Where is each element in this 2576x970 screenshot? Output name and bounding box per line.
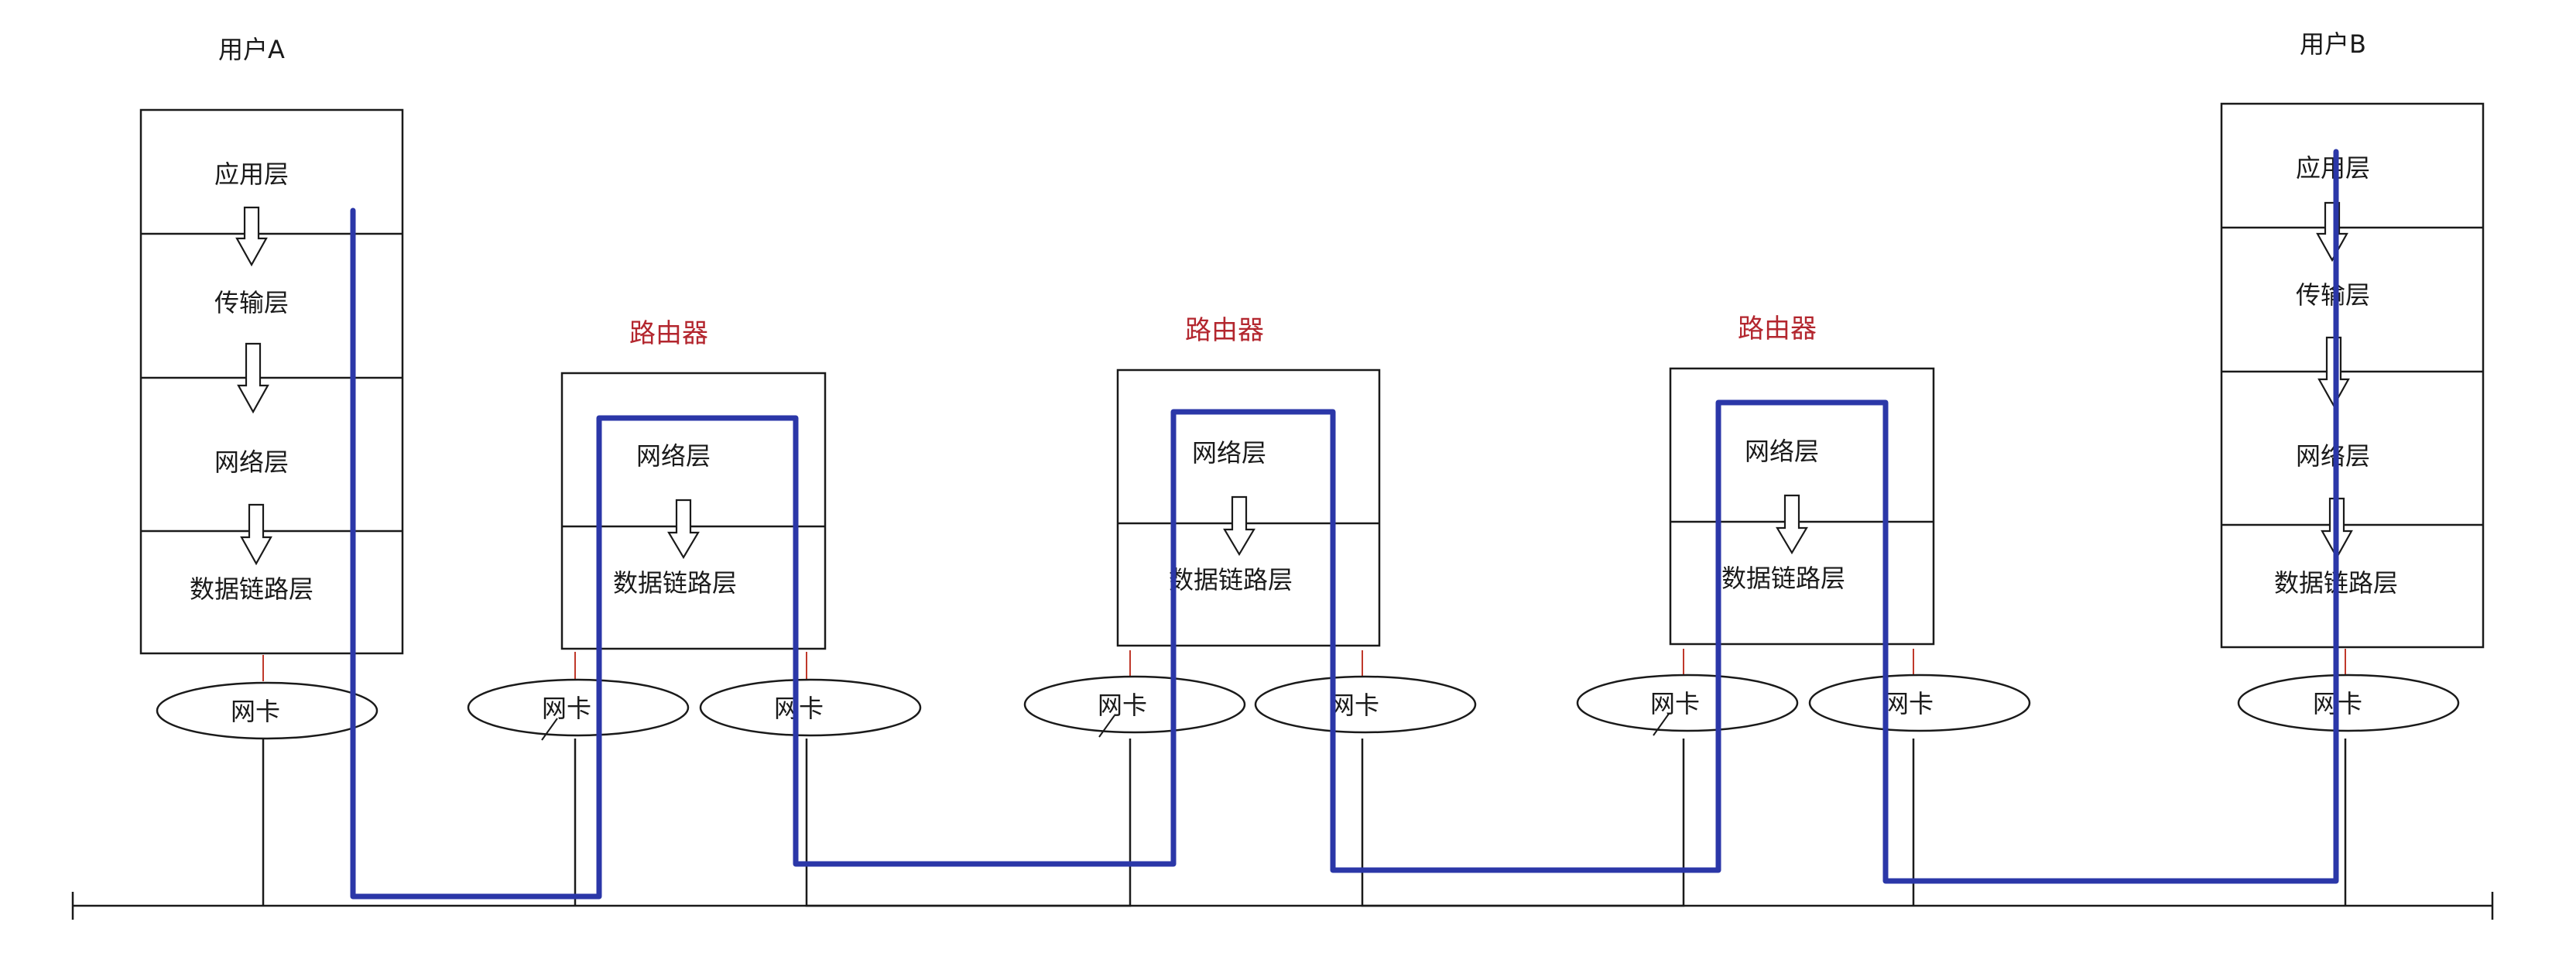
user-b-layer-network: 网络层	[2296, 441, 2370, 471]
user-a-nic	[156, 681, 379, 740]
router-2-right-nic	[1254, 675, 1477, 734]
user-a-title: 用户A	[218, 35, 285, 64]
user-b-host: 用户B 应用层 传输层 网络层 数据链路层 网卡	[2220, 29, 2485, 732]
down-arrow-icon	[237, 342, 269, 414]
user-b-layer-application: 应用层	[2296, 153, 2370, 183]
router-1-left-nic	[467, 678, 690, 737]
router-2-title: 路由器	[1185, 315, 1264, 346]
router-1: 路由器 网络层 数据链路层 网卡 网卡	[467, 318, 922, 741]
router-1-layer-datalink: 数据链路层	[613, 568, 737, 598]
down-arrow-icon	[240, 503, 272, 566]
router-3-title: 路由器	[1738, 314, 1817, 344]
user-b-layer-transport: 传输层	[2296, 280, 2370, 310]
user-a-layer-application: 应用层	[214, 159, 289, 189]
router-1-layer-network: 网络层	[636, 441, 711, 471]
router-2-right-nic-label: 网卡	[1330, 691, 1379, 720]
down-arrow-icon	[235, 206, 268, 267]
router-3-right-nic-label: 网卡	[1884, 689, 1934, 718]
router-1-title: 路由器	[629, 318, 708, 349]
router-3-right-nic	[1808, 674, 2031, 732]
user-b-title: 用户B	[2300, 29, 2366, 59]
router-2-box	[1116, 368, 1381, 647]
router-3-box	[1669, 367, 1935, 646]
user-a-layer-datalink: 数据链路层	[190, 574, 313, 604]
down-arrow-icon	[667, 499, 700, 560]
user-a-nic-label: 网卡	[231, 697, 280, 726]
down-arrow-icon	[2316, 201, 2348, 262]
router-1-box	[560, 372, 827, 650]
router-2: 路由器 网络层 数据链路层 网卡 网卡	[1023, 315, 1477, 738]
user-a-host: 用户A 应用层 传输层 网络层 数据链路层 网卡	[139, 35, 404, 740]
router-1-left-nic-label: 网卡	[542, 694, 591, 723]
router-3: 路由器 网络层 数据链路层 网卡 网卡	[1576, 314, 2031, 736]
user-b-stack-box	[2220, 102, 2485, 649]
user-a-layer-transport: 传输层	[214, 288, 289, 317]
router-1-right-nic	[699, 678, 922, 737]
router-1-right-nic-label: 网卡	[774, 694, 824, 723]
router-2-left-nic-label: 网卡	[1098, 691, 1147, 720]
user-b-nic	[2237, 674, 2460, 732]
router-2-layer-network: 网络层	[1192, 438, 1266, 468]
router-3-layer-network: 网络层	[1745, 437, 1819, 466]
data-path	[350, 149, 2339, 900]
router-3-slash-mark	[1653, 713, 1670, 736]
segment-r2-r3	[1361, 739, 1685, 907]
down-arrow-icon	[1776, 494, 1808, 555]
user-a-stack-box	[139, 108, 404, 655]
router-2-layer-datalink: 数据链路层	[1169, 565, 1293, 595]
router-3-layer-datalink: 数据链路层	[1721, 564, 1845, 593]
router-2-left-nic	[1023, 675, 1246, 734]
router-3-left-nic	[1576, 674, 1799, 732]
network-lines	[71, 739, 2494, 920]
router-2-slash-mark	[1098, 715, 1115, 738]
router-1-slash-mark	[541, 718, 558, 741]
segment-r1-r2	[805, 739, 1132, 907]
router-3-left-nic-label: 网卡	[1650, 689, 1700, 718]
down-arrow-icon	[1223, 495, 1255, 557]
user-a-layer-network: 网络层	[214, 447, 289, 477]
